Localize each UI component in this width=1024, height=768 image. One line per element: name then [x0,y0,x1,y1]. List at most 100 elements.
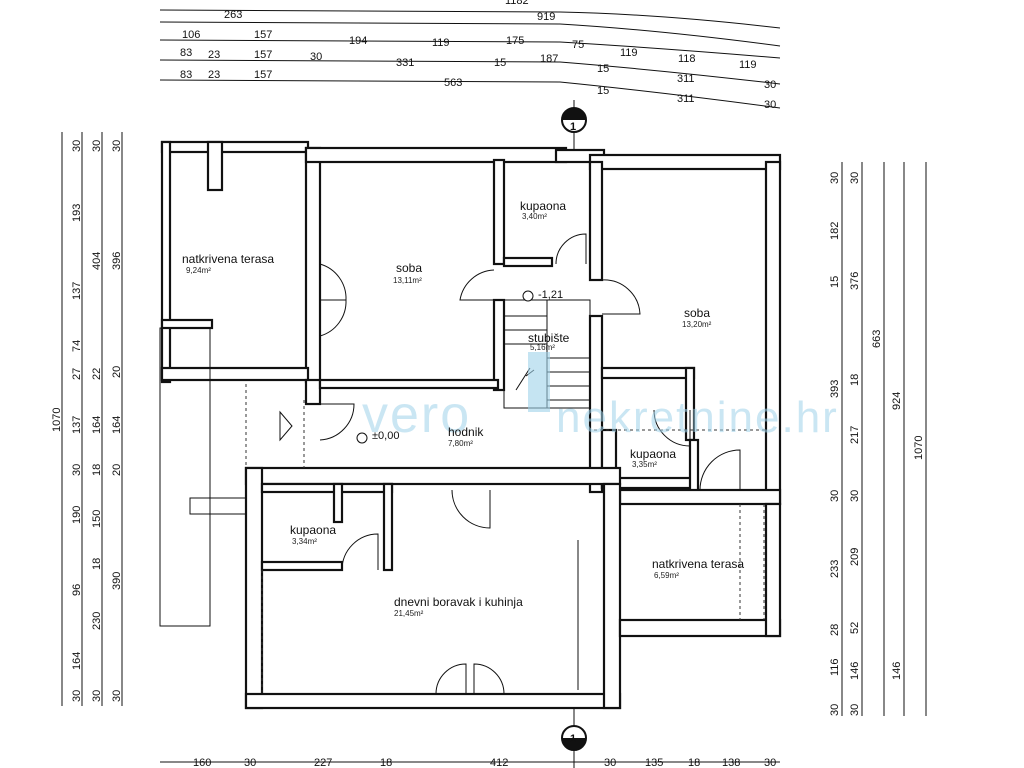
dim-l2-404: 404 [91,252,103,270]
dim-r2-52: 52 [849,622,861,634]
dim-l2-22: 22 [91,368,103,380]
dim-top-194: 194 [349,35,367,47]
dim-l3-396: 396 [111,252,123,270]
dim-r1-116: 116 [829,658,841,676]
dim-r2-30b: 30 [849,490,861,502]
dim-bot-412: 412 [490,757,508,768]
dim-l1-30a: 30 [71,140,83,152]
dim-top-157: 157 [254,29,272,41]
room-1-area: 13,11m² [393,276,422,285]
dim-r1-30a: 30 [829,172,841,184]
room-stairs-name: stubište [528,331,570,345]
room-bath-top-area: 3,40m² [522,212,547,221]
room-terrace-top-area: 9,24m² [186,266,211,275]
room-hall-area: 7,80m² [448,439,473,448]
room-terrace-bottom-area: 6,59m² [654,571,679,580]
dim-l3-164: 164 [111,416,123,434]
dim-top-30b: 30 [764,79,776,91]
dim-r3-146: 146 [891,662,903,680]
dim-l1-137b: 137 [71,416,83,434]
room-bath-left-name: kupaona [290,523,336,537]
dim-bot-18b: 18 [688,757,700,768]
room-bath-right-name: kupaona [630,447,676,461]
dim-top-311: 311 [677,73,695,85]
dim-r2-146: 146 [849,662,861,680]
dim-top-15: 15 [494,57,506,69]
dim-top-total: 1182 [505,0,529,7]
dim-top-23b: 23 [208,69,220,81]
dim-top-187: 187 [540,53,558,65]
dim-l2-30b: 30 [91,690,103,702]
room-labels: natkrivena terasa 9,24m² soba 13,11m² ku… [182,199,744,618]
dim-r1-30c: 30 [829,704,841,716]
dim-l1-74: 74 [71,340,83,352]
room-1-name: soba [396,261,422,275]
dim-top-15b: 15 [597,63,609,75]
dim-top-15c: 15 [597,85,609,97]
room-living-area: 21,45m² [394,609,424,618]
dim-r2-30c: 30 [849,704,861,716]
level-ground: ±0,00 [372,430,399,442]
dim-l1-27: 27 [71,368,83,380]
dim-top-263: 263 [224,9,242,21]
watermark-house-icon [528,352,550,412]
dim-l3-20a: 20 [111,366,123,378]
dim-bot-18: 18 [380,757,392,768]
dim-top-30: 30 [310,51,322,63]
dim-top-83b: 83 [180,69,192,81]
dim-l1-30c: 30 [71,690,83,702]
dim-r2-217: 217 [849,426,861,444]
section-marker-bottom: 1 [561,708,587,768]
level-marker-ground-icon [356,432,368,444]
dim-r2-30a: 30 [849,172,861,184]
dim-r2-376: 376 [849,272,861,290]
left-dimensions: 1070 30 193 137 74 27 137 30 190 96 164 … [51,132,123,706]
level-markers: -1,21 ±0,00 [356,289,563,444]
dim-l1-190: 190 [71,506,83,524]
dim-l3-390: 390 [111,572,123,590]
dim-l3-30a: 30 [111,140,123,152]
dim-top-30c: 30 [764,99,776,111]
dim-l2-18b: 18 [91,558,103,570]
room-bath-right-area: 3,35m² [632,460,657,469]
dim-r3-663: 663 [871,330,883,348]
dim-top-23: 23 [208,49,220,61]
right-dimensions: 30 182 15 393 30 233 28 116 30 30 376 18… [829,162,927,716]
dim-bot-138: 138 [722,757,740,768]
dim-l2-230: 230 [91,612,103,630]
dim-top-118: 118 [678,53,696,65]
dim-top-311b: 311 [677,93,695,105]
section-marker-top: 1 [561,100,587,150]
dim-bot-227: 227 [314,757,332,768]
room-bath-left-area: 3,34m² [292,537,317,546]
dim-bot-30b: 30 [604,757,616,768]
dim-r1-15: 15 [829,276,841,288]
dim-top-75: 75 [572,39,584,51]
dim-r1-393: 393 [829,380,841,398]
level-upper: -1,21 [538,289,563,301]
room-terrace-top-name: natkrivena terasa [182,252,274,266]
dim-r3-924: 924 [891,392,903,410]
dim-top-331: 331 [396,57,414,69]
dim-r1-30b: 30 [829,490,841,502]
dim-right-total: 1070 [913,436,925,460]
dim-l3-30b: 30 [111,690,123,702]
dim-l1-30b: 30 [71,464,83,476]
level-marker-upper-icon [522,290,534,302]
dim-l2-164: 164 [91,416,103,434]
dim-bot-30: 30 [244,757,256,768]
dim-l2-30a: 30 [91,140,103,152]
projection-lines [245,384,766,694]
walls [159,140,782,710]
dim-bot-30c: 30 [764,757,776,768]
dim-l1-96: 96 [71,584,83,596]
dim-l1-164: 164 [71,652,83,670]
watermark-left: vero [362,386,471,444]
dim-l1-137a: 137 [71,282,83,300]
dim-r1-233: 233 [829,560,841,578]
dim-top-83: 83 [180,47,192,59]
dim-top-119c: 119 [739,59,757,71]
section-marker-bottom-label: 1 [570,733,576,745]
dim-r1-182: 182 [829,222,841,240]
